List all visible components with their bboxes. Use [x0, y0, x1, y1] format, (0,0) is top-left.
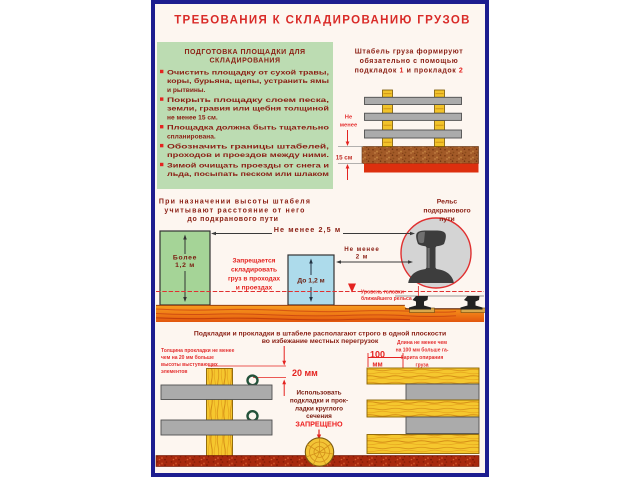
svg-text:Покрыть площадку слоем песка,: Покрыть площадку слоем песка, — [167, 97, 329, 104]
svg-text:подкладки и прок-: подкладки и прок- — [290, 397, 348, 404]
svg-text:Подкладки и прокладки в штабел: Подкладки и прокладки в штабеле располаг… — [194, 330, 446, 338]
svg-text:во избежание местных перегрузо: во избежание местных перегрузок — [262, 337, 379, 345]
svg-text:Обозначить границы штабелей,: Обозначить границы штабелей, — [167, 143, 329, 151]
svg-text:на 100 мм больше га-: на 100 мм больше га- — [396, 347, 449, 354]
svg-text:льда, посыпать песком или шлак: льда, посыпать песком или шлаком — [167, 171, 329, 178]
svg-text:Длина не менее чем: Длина не менее чем — [397, 340, 447, 346]
svg-text:ЗАПРЕЩЕНО: ЗАПРЕЩЕНО — [295, 420, 343, 429]
svg-text:барита опирания: барита опирания — [401, 354, 444, 361]
svg-text:не менее 15 см.: не менее 15 см. — [167, 114, 218, 121]
svg-text:20 мм: 20 мм — [292, 368, 318, 378]
svg-text:Запрещается: Запрещается — [232, 258, 275, 265]
svg-text:Рельс: Рельс — [437, 199, 458, 206]
svg-text:Зимой очищать проезды от снега: Зимой очищать проезды от снега и — [167, 161, 329, 169]
svg-text:учитывают расстояние от него: учитывают расстояние от него — [164, 208, 305, 215]
svg-text:и проездах: и проездах — [236, 285, 273, 292]
svg-text:складировать: складировать — [231, 267, 277, 274]
svg-text:Штабель груза формируют: Штабель груза формируют — [355, 48, 463, 56]
svg-text:ладки круглого: ладки круглого — [295, 405, 343, 412]
svg-text:Толщина прокладки не менее: Толщина прокладки не менее — [161, 348, 235, 354]
svg-text:груз в проходах: груз в проходах — [228, 276, 280, 283]
svg-text:Не менее: Не менее — [344, 246, 379, 253]
svg-text:ТРЕБОВАНИЯ К СКЛАДИРОВАНИЮ ГРУ: ТРЕБОВАНИЯ К СКЛАДИРОВАНИЮ ГРУЗОВ — [174, 15, 471, 27]
svg-text:менее: менее — [340, 122, 358, 128]
svg-text:земли, гравия или щебня толщин: земли, гравия или щебня толщиной — [167, 105, 329, 113]
svg-text:проходов и проездов между ними: проходов и проездов между ними. — [167, 152, 329, 159]
svg-text:Не: Не — [345, 114, 353, 120]
svg-text:При назначении высоты штабеля: При назначении высоты штабеля — [159, 198, 311, 206]
svg-text:обязательно с помощью: обязательно с помощью — [360, 57, 459, 65]
svg-text:подкранового: подкранового — [423, 208, 470, 215]
svg-text:Не менее 2,5 м: Не менее 2,5 м — [274, 225, 342, 234]
svg-text:элементов: элементов — [161, 369, 187, 375]
svg-text:коры, бурьяна, щепы, устранить: коры, бурьяна, щепы, устранить ямы — [167, 77, 329, 85]
svg-text:СКЛАДИРОВАНИЯ: СКЛАДИРОВАНИЯ — [210, 58, 281, 65]
svg-text:до подкранового пути: до подкранового пути — [187, 216, 278, 223]
svg-text:100: 100 — [370, 350, 385, 360]
svg-text:2 м: 2 м — [356, 254, 368, 261]
svg-text:Уровень головки: Уровень головки — [361, 289, 404, 295]
svg-text:15 см: 15 см — [336, 155, 353, 162]
svg-text:груза: груза — [416, 363, 429, 369]
svg-text:До 1,2 м: До 1,2 м — [297, 278, 324, 285]
svg-text:Площадка должна быть тщательно: Площадка должна быть тщательно — [167, 124, 329, 132]
svg-text:высоты выступающих: высоты выступающих — [161, 362, 218, 368]
svg-text:и рытвины.: и рытвины. — [167, 87, 205, 94]
svg-text:Использовать: Использовать — [296, 389, 341, 396]
svg-text:спланирована.: спланирована. — [167, 133, 216, 140]
svg-text:подкладок 1 и прокладок 2: подкладок 1 и прокладок 2 — [355, 68, 464, 75]
svg-text:1,2 м: 1,2 м — [175, 262, 195, 269]
svg-text:сечения: сечения — [306, 413, 332, 420]
svg-text:Очистить площадку от сухой тра: Очистить площадку от сухой травы, — [167, 68, 329, 76]
svg-text:пути: пути — [439, 216, 454, 223]
svg-text:ПОДГОТОВКА ПЛОЩАДКИ ДЛЯ: ПОДГОТОВКА ПЛОЩАДКИ ДЛЯ — [184, 49, 305, 56]
svg-text:чем на 20 мм больше: чем на 20 мм больше — [161, 354, 214, 361]
svg-text:ближайшего рельса: ближайшего рельса — [361, 295, 412, 302]
svg-text:мм: мм — [372, 362, 382, 369]
svg-text:Более: Более — [173, 255, 197, 262]
